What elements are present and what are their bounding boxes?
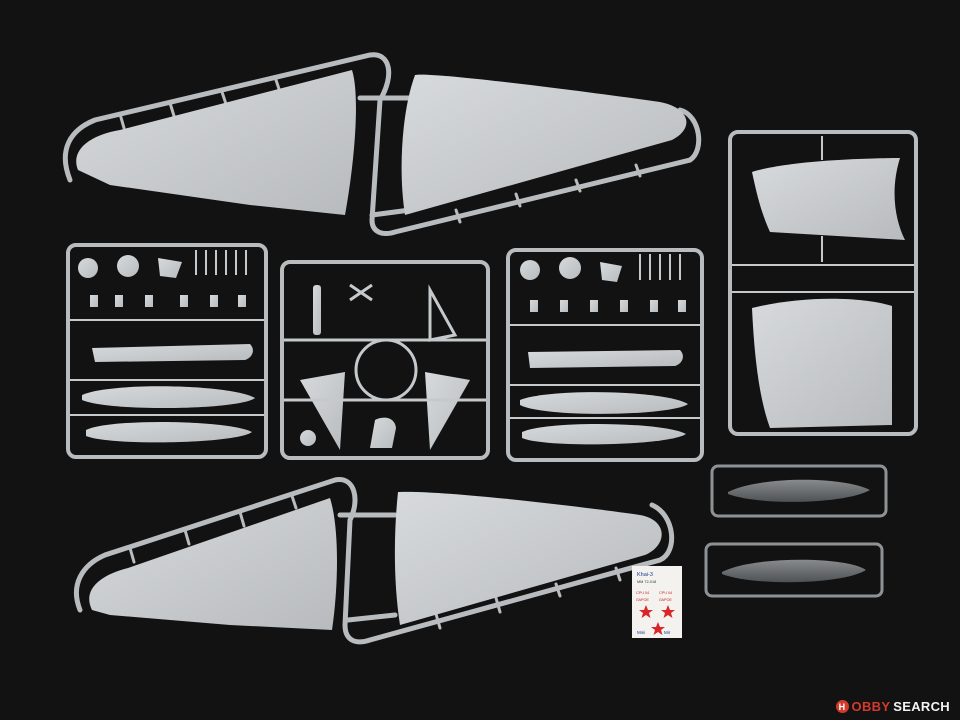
hobby-search-logo-icon: H [835, 700, 849, 713]
decal-red-star-icons [639, 605, 675, 635]
left-parts-frame [66, 243, 268, 459]
decal-maker-left: Mini [637, 630, 645, 635]
decal-label-3: ЛАРОЕ [636, 598, 649, 602]
decal-label-4: ЛАРОЕ [659, 598, 672, 602]
clear-canopy-sprue-2 [704, 542, 884, 598]
right-top-wing-part [401, 74, 687, 215]
decal-sheet: Khai-3 MM 72-018 СРЧ 04 СРЧ 04 ЛАРОЕ ЛАР… [632, 566, 682, 638]
decal-maker-right: Mir [664, 630, 671, 635]
decal-label-2: СРЧ 04 [659, 591, 672, 595]
clear-canopy-sprue-1 [710, 464, 888, 518]
right-parts-frame [506, 248, 704, 462]
hobby-search-watermark: H OBBY SEARCH [835, 699, 950, 714]
decal-label-1: СРЧ 04 [636, 591, 649, 595]
decal-scale: MM 72-018 [637, 580, 656, 584]
decal-title: Khai-3 [637, 572, 653, 578]
left-bottom-wing-part [89, 498, 337, 630]
top-wing-sprue [62, 52, 702, 236]
bottom-wing-sprue [73, 477, 675, 645]
watermark-search: SEARCH [893, 699, 950, 714]
watermark-brand: OBBY [851, 699, 891, 714]
fuselage-sprue [728, 130, 918, 436]
center-parts-frame [280, 260, 490, 460]
left-top-wing-part [76, 70, 356, 215]
right-bottom-wing-part [394, 491, 662, 625]
